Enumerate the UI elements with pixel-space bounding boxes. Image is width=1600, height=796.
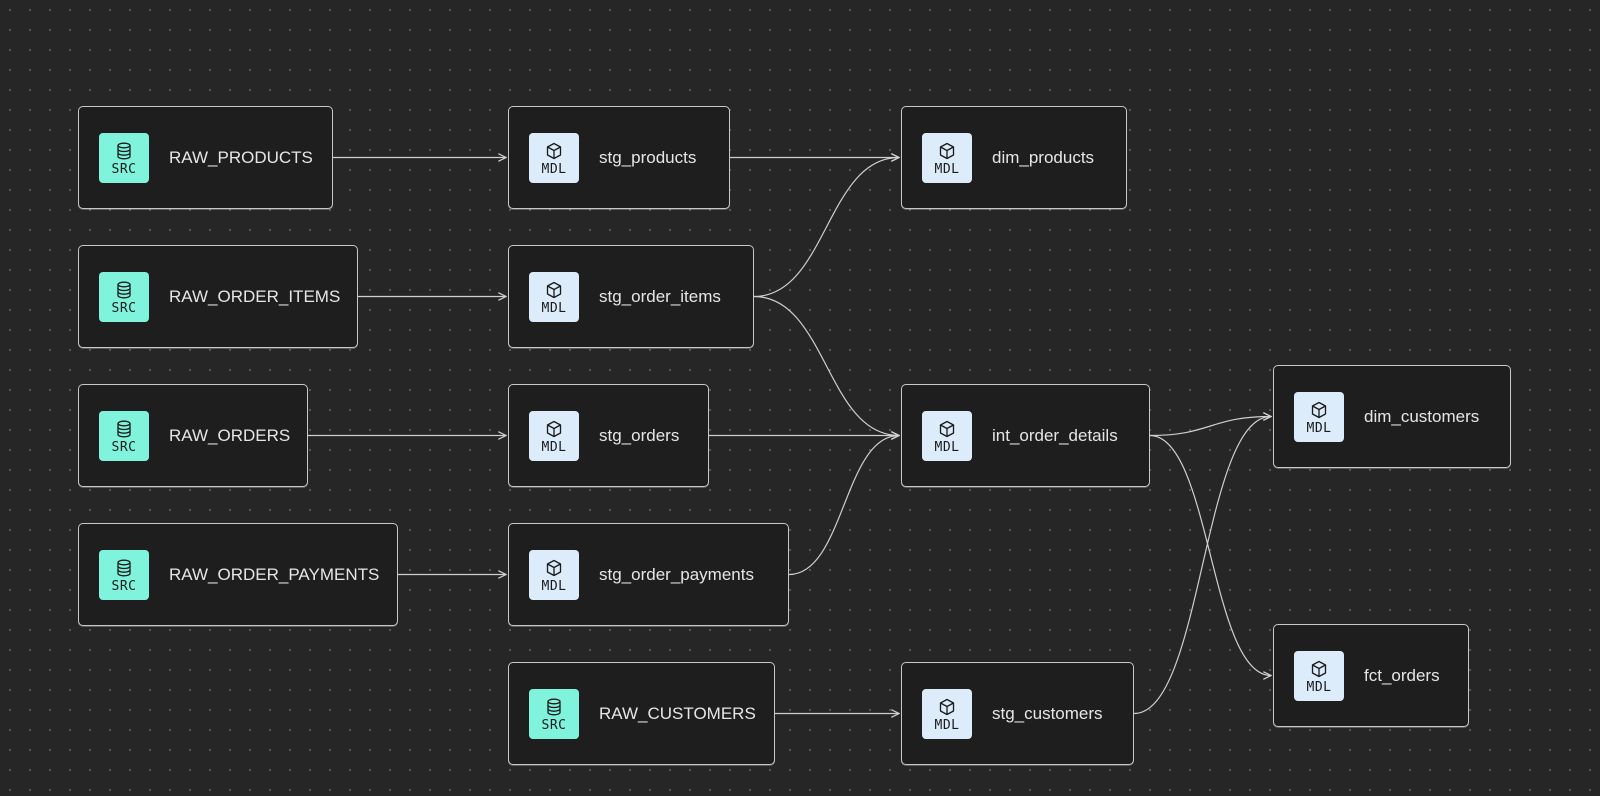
- src-badge: SRC: [99, 133, 149, 183]
- badge-label: MDL: [1306, 679, 1332, 695]
- src-badge: SRC: [529, 689, 579, 739]
- node-raw-order-items[interactable]: SRC RAW_ORDER_ITEMS: [78, 245, 358, 348]
- node-label: stg_orders: [599, 425, 680, 445]
- mdl-badge: MDL: [529, 133, 579, 183]
- node-raw-order-payments[interactable]: SRC RAW_ORDER_PAYMENTS: [78, 523, 398, 626]
- edge-stg-order-items-to-dim-products: [753, 158, 899, 298]
- node-label: RAW_PRODUCTS: [169, 147, 313, 167]
- mdl-badge: MDL: [1294, 651, 1344, 701]
- node-label: RAW_ORDERS: [169, 425, 291, 445]
- mdl-badge: MDL: [922, 689, 972, 739]
- cube-icon: [1310, 660, 1328, 678]
- mdl-badge: MDL: [529, 550, 579, 600]
- mdl-badge: MDL: [529, 272, 579, 322]
- node-label: int_order_details: [992, 425, 1118, 445]
- node-raw-products[interactable]: SRC RAW_PRODUCTS: [78, 106, 333, 209]
- badge-label: MDL: [934, 161, 960, 177]
- badge-label: SRC: [541, 717, 567, 733]
- edge-stg-order-items-to-int-order-details: [753, 295, 899, 436]
- badge-label: SRC: [111, 439, 137, 455]
- cube-icon: [545, 281, 563, 299]
- node-label: RAW_ORDER_PAYMENTS: [169, 564, 380, 584]
- node-stg-order-items[interactable]: MDL stg_order_items: [508, 245, 754, 348]
- badge-label: MDL: [934, 439, 960, 455]
- node-fct-orders[interactable]: MDL fct_orders: [1273, 624, 1469, 727]
- node-int-order-details[interactable]: MDL int_order_details: [901, 384, 1150, 487]
- edge-stg-order-payments-to-int-order-details: [788, 436, 899, 576]
- src-badge: SRC: [99, 550, 149, 600]
- node-label: RAW_ORDER_ITEMS: [169, 286, 341, 306]
- cube-icon: [545, 420, 563, 438]
- node-label: dim_products: [992, 147, 1095, 167]
- src-badge: SRC: [99, 272, 149, 322]
- node-dim-customers[interactable]: MDL dim_customers: [1273, 365, 1511, 468]
- cube-icon: [938, 142, 956, 160]
- cube-icon: [545, 142, 563, 160]
- database-icon: [115, 142, 133, 160]
- node-label: RAW_CUSTOMERS: [599, 703, 756, 723]
- node-raw-customers[interactable]: SRC RAW_CUSTOMERS: [508, 662, 775, 765]
- badge-label: SRC: [111, 300, 137, 316]
- cube-icon: [1310, 401, 1328, 419]
- database-icon: [545, 698, 563, 716]
- cube-icon: [938, 420, 956, 438]
- node-label: dim_customers: [1364, 406, 1480, 426]
- badge-label: SRC: [111, 578, 137, 594]
- node-stg-products[interactable]: MDL stg_products: [508, 106, 730, 209]
- edge-stg-customers-to-dim-customers: [1133, 417, 1271, 715]
- badge-label: MDL: [541, 300, 567, 316]
- edge-int-order-details-to-dim-customers: [1149, 417, 1271, 437]
- node-label: stg_products: [599, 147, 697, 167]
- badge-label: MDL: [541, 439, 567, 455]
- cube-icon: [545, 559, 563, 577]
- node-label: stg_order_payments: [599, 564, 754, 584]
- node-stg-orders[interactable]: MDL stg_orders: [508, 384, 709, 487]
- database-icon: [115, 281, 133, 299]
- mdl-badge: MDL: [529, 411, 579, 461]
- node-stg-order-payments[interactable]: MDL stg_order_payments: [508, 523, 789, 626]
- database-icon: [115, 559, 133, 577]
- node-label: stg_customers: [992, 703, 1103, 723]
- mdl-badge: MDL: [922, 411, 972, 461]
- mdl-badge: MDL: [1294, 392, 1344, 442]
- node-stg-customers[interactable]: MDL stg_customers: [901, 662, 1134, 765]
- src-badge: SRC: [99, 411, 149, 461]
- database-icon: [115, 420, 133, 438]
- node-raw-orders[interactable]: SRC RAW_ORDERS: [78, 384, 308, 487]
- node-label: stg_order_items: [599, 286, 721, 306]
- cube-icon: [938, 698, 956, 716]
- node-label: fct_orders: [1364, 665, 1440, 685]
- node-dim-products[interactable]: MDL dim_products: [901, 106, 1127, 209]
- mdl-badge: MDL: [922, 133, 972, 183]
- badge-label: MDL: [541, 161, 567, 177]
- edge-int-order-details-to-fct-orders: [1149, 434, 1271, 676]
- badge-label: MDL: [1306, 420, 1332, 436]
- badge-label: MDL: [934, 717, 960, 733]
- badge-label: SRC: [111, 161, 137, 177]
- badge-label: MDL: [541, 578, 567, 594]
